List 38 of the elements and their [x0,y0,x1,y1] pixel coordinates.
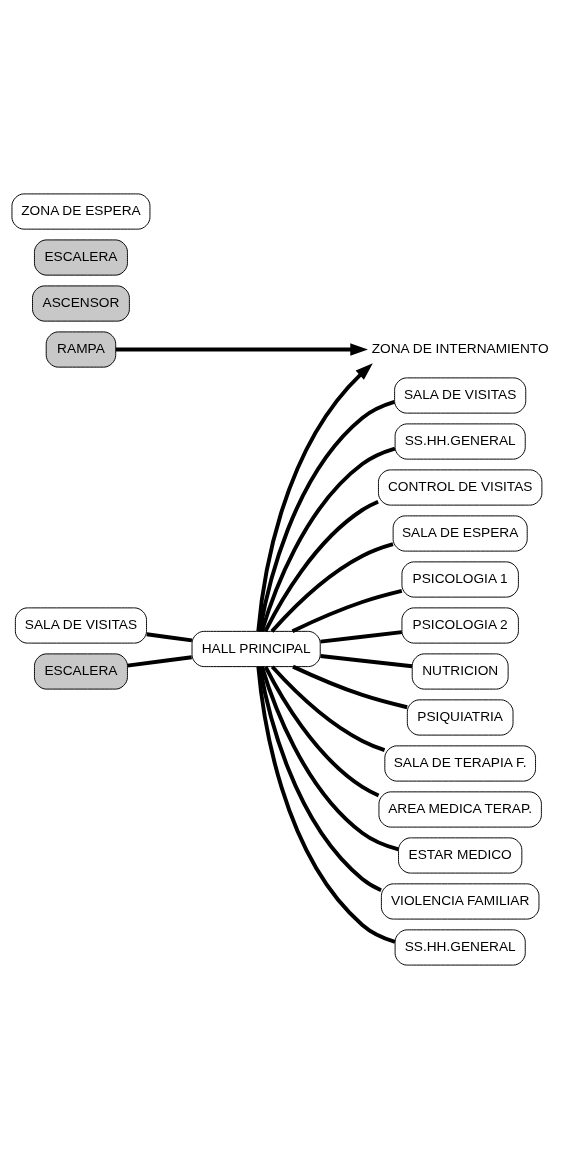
node-text: ZONA DE INTERNAMIENTO [371,341,549,357]
node-box: SALA DE TERAPIA F. [384,745,536,782]
node-box: CONTROL DE VISITAS [377,469,543,506]
connector [292,664,408,710]
connector [320,630,403,644]
node-box: PSICOLOGIA 2 [401,607,519,644]
node-box: ESCALERA [34,239,128,276]
connector [263,499,379,633]
arrow [115,343,368,356]
node-box: AREA MEDICA TERAP. [378,791,542,828]
connector [320,654,413,669]
connector [291,589,403,633]
connector [270,542,394,633]
connector [146,632,193,643]
connector [260,666,399,852]
node-box: SS.HH.GENERAL [394,423,526,460]
node-box: NUTRICION [411,653,509,690]
node-box: ESCALERA [34,653,128,690]
node-box: VIOLENCIA FAMILIAR [380,883,540,920]
arrow [256,363,373,632]
node-box: SALA DE VISITAS [394,377,527,414]
node-box: PSIQUIATRIA [406,699,514,736]
node-box: SALA DE ESPERA [392,515,528,552]
connector [257,666,382,892]
connector [263,666,380,798]
node-box: ASCENSOR [32,285,130,322]
connector [127,655,192,668]
node-box: RAMPA [45,331,117,368]
connector [256,666,396,944]
node-box: ESTAR MEDICO [398,837,523,874]
connector [257,400,395,632]
connector [260,446,396,632]
node-box: PSICOLOGIA 1 [401,561,519,598]
connector [270,665,386,752]
node-box: SALA DE VISITAS [14,607,147,644]
node-box: SS.HH.GENERAL [394,929,526,966]
node-box: HALL PRINCIPAL [191,630,321,668]
node-box: ZONA DE ESPERA [11,193,151,230]
